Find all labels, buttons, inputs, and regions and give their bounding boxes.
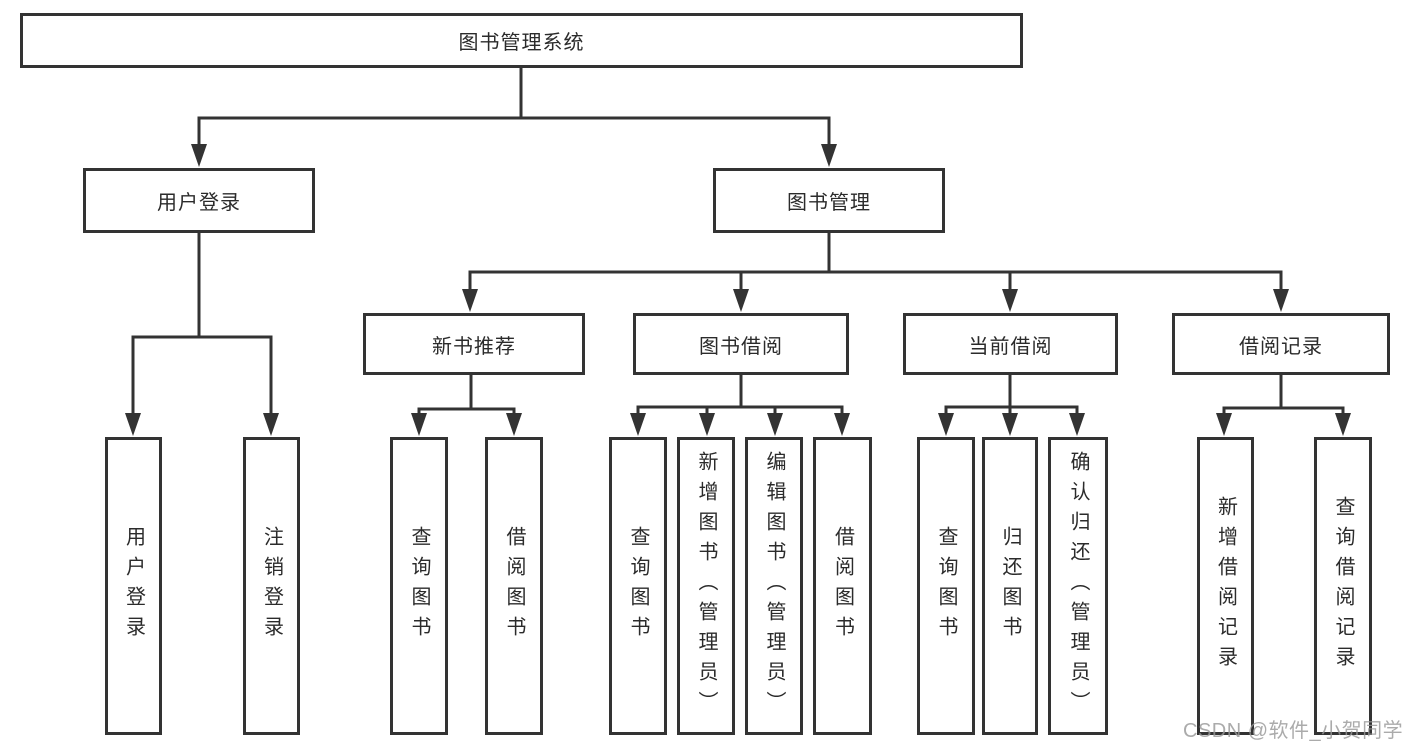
arrowhead: [411, 413, 427, 436]
arrowhead: [1002, 289, 1018, 312]
node-new-book-recommend: 新书推荐: [363, 313, 585, 375]
leaf-recommend-query-books-label: 查询图书: [408, 526, 430, 646]
leaf-borrow-add-books-label: 新增图书（管理员）: [695, 451, 717, 721]
leaf-logout-label: 注销登录: [260, 526, 283, 646]
arrowhead: [834, 413, 850, 436]
arrowhead: [699, 413, 715, 436]
leaf-current-confirm-return-label: 确认归还（管理员）: [1067, 451, 1089, 721]
node-user-login-label: 用户登录: [157, 192, 241, 214]
connector-root-to-level2: [191, 68, 837, 167]
leaf-borrow-add-books: 新增图书（管理员）: [677, 437, 735, 735]
node-current-borrow-label: 当前借阅: [968, 335, 1053, 358]
leaf-borrow-borrow-books: 借阅图书: [813, 437, 872, 735]
csdn-watermark: CSDN @软件_小贺同学: [1183, 720, 1404, 742]
arrowhead: [821, 144, 837, 167]
leaf-records-query-record: 查询借阅记录: [1314, 437, 1372, 735]
arrowhead: [1335, 413, 1351, 436]
connector-recommend-to-leaves: [411, 375, 522, 436]
connector-login-to-leaves: [125, 233, 279, 436]
arrowhead: [191, 144, 207, 167]
connector-records-to-leaves: [1216, 375, 1351, 436]
leaf-recommend-query-books: 查询图书: [390, 437, 448, 735]
connector-current-to-leaves: [938, 375, 1085, 436]
leaf-records-query-record-label: 查询借阅记录: [1332, 496, 1354, 676]
arrowhead: [263, 413, 279, 436]
node-user-login: 用户登录: [83, 168, 315, 233]
node-current-borrow: 当前借阅: [903, 313, 1118, 375]
leaf-recommend-borrow-books: 借阅图书: [485, 437, 543, 735]
arrowhead: [767, 413, 783, 436]
leaf-recommend-borrow-books-label: 借阅图书: [503, 526, 525, 646]
arrowhead: [733, 289, 749, 312]
arrowhead: [1273, 289, 1289, 312]
connector-borrow-to-leaves: [630, 375, 850, 436]
leaf-user-login-label: 用户登录: [122, 526, 145, 646]
leaf-records-add-record: 新增借阅记录: [1197, 437, 1254, 735]
leaf-current-query-books-label: 查询图书: [935, 526, 957, 646]
leaf-borrow-query-books-label: 查询图书: [627, 526, 649, 646]
leaf-current-confirm-return: 确认归还（管理员）: [1048, 437, 1108, 735]
leaf-current-return-books-label: 归还图书: [999, 526, 1021, 646]
arrowhead: [462, 289, 478, 312]
node-root-label: 图书管理系统: [458, 32, 585, 54]
node-root: 图书管理系统: [20, 13, 1023, 68]
arrowhead: [630, 413, 646, 436]
node-book-management-label: 图书管理: [787, 192, 871, 214]
leaf-user-login: 用户登录: [105, 437, 162, 735]
leaf-current-return-books: 归还图书: [982, 437, 1038, 735]
arrowhead: [506, 413, 522, 436]
node-borrow-records-label: 借阅记录: [1239, 335, 1323, 358]
leaf-logout: 注销登录: [243, 437, 300, 735]
leaf-current-query-books: 查询图书: [917, 437, 975, 735]
node-book-borrow-label: 图书借阅: [699, 335, 783, 358]
node-new-book-recommend-label: 新书推荐: [432, 335, 516, 358]
arrowhead: [1002, 413, 1018, 436]
leaf-borrow-edit-books: 编辑图书（管理员）: [745, 437, 803, 735]
leaf-records-add-record-label: 新增借阅记录: [1214, 496, 1237, 676]
node-book-management: 图书管理: [713, 168, 945, 233]
arrowhead: [938, 413, 954, 436]
leaf-borrow-borrow-books-label: 借阅图书: [831, 526, 854, 646]
connector-management-to-groups: [462, 233, 1289, 312]
node-borrow-records: 借阅记录: [1172, 313, 1390, 375]
arrowhead: [125, 413, 141, 436]
arrowhead: [1069, 413, 1085, 436]
node-book-borrow: 图书借阅: [633, 313, 849, 375]
arrowhead: [1216, 413, 1232, 436]
leaf-borrow-edit-books-label: 编辑图书（管理员）: [763, 451, 785, 721]
leaf-borrow-query-books: 查询图书: [609, 437, 667, 735]
